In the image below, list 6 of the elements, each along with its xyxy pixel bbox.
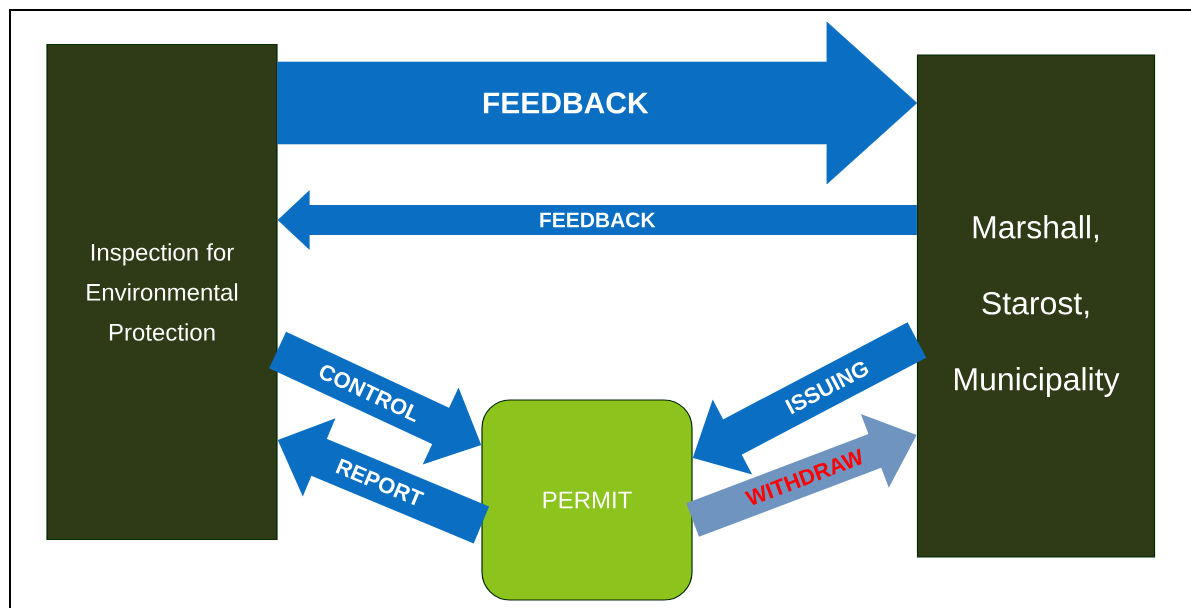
text-box: Marshall, Starost, Municipality xyxy=(916,54,1156,558)
text-box: Inspection for Environmental Protection xyxy=(46,43,278,541)
edge-label: FEEDBACK xyxy=(540,212,656,228)
block-arrow xyxy=(277,21,918,185)
rounded-box: PERMIT xyxy=(481,399,693,601)
edge-label: FEEDBACK xyxy=(483,92,649,114)
